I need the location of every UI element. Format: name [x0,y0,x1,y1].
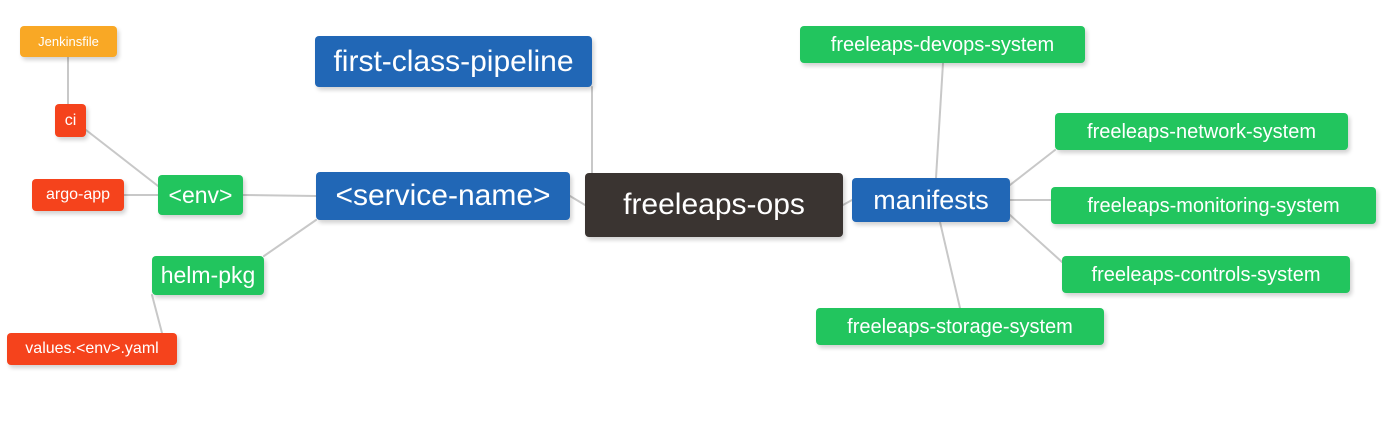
mindmap-node-freeleaps-devops-system[interactable]: freeleaps-devops-system [800,26,1085,63]
mindmap-edge [939,221,961,309]
mindmap-node-argo-app[interactable]: argo-app [32,179,124,211]
mindmap-node-jenkinsfile[interactable]: Jenkinsfile [20,26,117,57]
mindmap-node-first-class-pipeline[interactable]: first-class-pipeline [315,36,592,87]
mindmap-node-label: first-class-pipeline [333,44,574,78]
mindmap-node-label: helm-pkg [160,262,256,288]
mindmap-node-label: values.<env>.yaml [25,340,159,357]
mindmap-edge [263,219,317,257]
mindmap-node-ci[interactable]: ci [55,104,86,137]
mindmap-node-values-env-yaml[interactable]: values.<env>.yaml [7,333,177,365]
mindmap-node-freeleaps-controls-system[interactable]: freeleaps-controls-system [1062,256,1350,293]
mindmap-node-label: Jenkinsfile [38,34,99,49]
mindmap-edge [842,199,853,206]
mindmap-node-env[interactable]: <env> [158,175,243,215]
mindmap-node-service-name[interactable]: <service-name> [316,172,570,220]
mindmap-node-label: freeleaps-network-system [1087,120,1316,143]
mindmap-node-label: freeleaps-devops-system [830,33,1055,56]
mindmap-edge [242,194,317,197]
mindmap-node-freeleaps-monitoring-system[interactable]: freeleaps-monitoring-system [1051,187,1376,224]
mindmap-node-label: <env> [168,181,233,208]
mindmap-node-helm-pkg[interactable]: helm-pkg [152,256,264,295]
mindmap-node-label: freeleaps-monitoring-system [1087,194,1340,217]
mindmap-edge [935,62,944,179]
mindmap-node-label: argo-app [45,186,111,203]
mindmap-node-label: ci [64,111,77,129]
mindmap-node-label: <service-name> [335,179,551,212]
mindmap-node-manifests[interactable]: manifests [852,178,1010,222]
mindmap-edge [85,129,159,187]
mindmap-edge [151,294,163,334]
mindmap-node-label: manifests [873,184,989,215]
mindmap-edge [1009,149,1056,186]
mindmap-node-label: freeleaps-ops [623,188,805,221]
mindmap-node-freeleaps-network-system[interactable]: freeleaps-network-system [1055,113,1348,150]
mindmap-node-root[interactable]: freeleaps-ops [585,173,843,237]
mindmap-edge [569,195,586,206]
mindmap-node-freeleaps-storage-system[interactable]: freeleaps-storage-system [816,308,1104,345]
mindmap-node-label: freeleaps-storage-system [847,315,1073,338]
mindmap-node-label: freeleaps-controls-system [1091,263,1321,286]
